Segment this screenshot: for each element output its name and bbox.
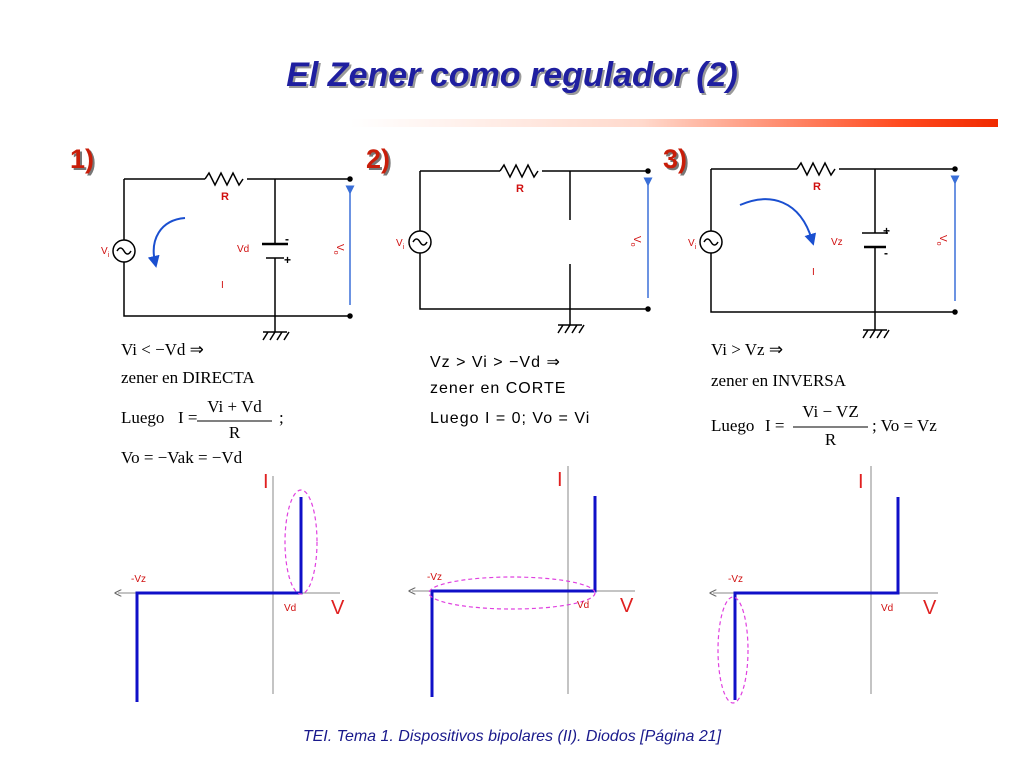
eq-3-denominator: R: [824, 430, 837, 449]
diode-3-label: Vz: [831, 237, 843, 248]
resistor-1: [204, 171, 244, 187]
vo-3-label: Vo: [935, 235, 948, 246]
section-3-number: 3): [663, 144, 688, 174]
eq-3-condition: Vi > Vz ⇒: [711, 340, 784, 359]
eq-3-luego: Luego: [711, 416, 755, 435]
eq-3-numerator: Vi − VZ: [802, 402, 859, 421]
source-1-label: Vi: [101, 246, 110, 259]
eq-1-denominator: R: [228, 423, 241, 442]
eq-2-condition: Vz > Vi > −Vd ⇒: [430, 354, 561, 371]
slide-footer: TEI. Tema 1. Dispositivos bipolares (II)…: [302, 728, 722, 745]
graph-2-i-label: I: [557, 469, 563, 491]
resistor-2-label: R: [516, 183, 524, 195]
current-1-arrow: [147, 217, 186, 268]
graph-1-vz-label: -Vz: [131, 574, 146, 585]
circuit-1: [112, 171, 353, 341]
graph-1: I V -Vz Vd: [118, 471, 345, 702]
eq-1-vo: Vo = −Vak = −Vd: [121, 448, 243, 467]
eq-3-lhs: I =: [765, 416, 785, 435]
iv-curve-3: [733, 497, 900, 700]
graph-1-vd-label: Vd: [284, 603, 296, 614]
graph-2-v-label: V: [620, 595, 634, 617]
graph-3-vd-label: Vd: [881, 603, 893, 614]
title-underline-bar: [350, 119, 998, 127]
eq-2-state: zener en CORTE: [430, 380, 567, 397]
section-2-number: 2): [366, 144, 391, 174]
eq-1-condition: Vi < −Vd ⇒: [121, 340, 204, 359]
iv-curve-2: [430, 496, 597, 697]
current-3-arrow: [739, 198, 817, 246]
source-3-icon: [699, 230, 723, 254]
eq-3-tail: ; Vo = Vz: [872, 416, 937, 435]
graph-3-vz-label: -Vz: [728, 574, 743, 585]
graph-2-vz-label: -Vz: [427, 572, 442, 583]
current-1-label: I: [221, 280, 224, 291]
circuit-3: [699, 161, 958, 339]
graph-1-i-label: I: [263, 471, 269, 493]
source-2-icon: [408, 230, 432, 254]
source-2-label: Vi: [396, 238, 405, 251]
current-3-label: I: [812, 267, 815, 278]
graph-3-v-label: V: [923, 597, 937, 619]
diode-1-label: Vd: [237, 244, 249, 255]
diode-1-plus: +: [284, 253, 291, 267]
graph-1-v-label: V: [331, 597, 345, 619]
diode-3-minus: -: [884, 246, 888, 260]
eq-1-lhs: I =: [178, 408, 198, 427]
resistor-3: [796, 161, 836, 177]
iv-curve-1: [135, 497, 303, 702]
highlight-ellipse-2: [428, 576, 596, 610]
eq-1-tail: ;: [279, 408, 284, 427]
slide-title: El Zener como regulador (2): [286, 56, 738, 94]
vo-1-label: Vo: [332, 244, 345, 255]
highlight-ellipse-1: [284, 489, 318, 595]
source-3-label: Vi: [688, 238, 697, 251]
source-1-icon: [112, 239, 136, 263]
graph-2: I V -Vz Vd: [412, 466, 635, 697]
graph-2-vd-label: Vd: [577, 600, 589, 611]
diode-3-plus: +: [883, 224, 890, 238]
eq-3-state: zener en INVERSA: [711, 371, 847, 390]
svg-text:Vo: Vo: [935, 235, 948, 246]
eq-1-state: zener en DIRECTA: [121, 368, 255, 387]
eq-2-result: Luego I = 0; Vo = Vi: [430, 410, 591, 427]
resistor-2: [499, 163, 539, 179]
highlight-ellipse-3: [717, 596, 749, 704]
vo-2-label: Vo: [629, 236, 642, 247]
circuit-2: [408, 163, 651, 334]
graph-3-i-label: I: [858, 471, 864, 493]
diode-1-minus: -: [285, 232, 289, 246]
eq-1-numerator: Vi + Vd: [207, 397, 262, 416]
resistor-1-label: R: [221, 191, 229, 203]
resistor-3-label: R: [813, 181, 821, 193]
eq-1-luego: Luego: [121, 408, 165, 427]
svg-text:Vo: Vo: [332, 244, 345, 255]
section-1-number: 1): [70, 144, 95, 174]
svg-text:Vo: Vo: [629, 236, 642, 247]
graph-3: I V -Vz Vd: [713, 466, 938, 704]
